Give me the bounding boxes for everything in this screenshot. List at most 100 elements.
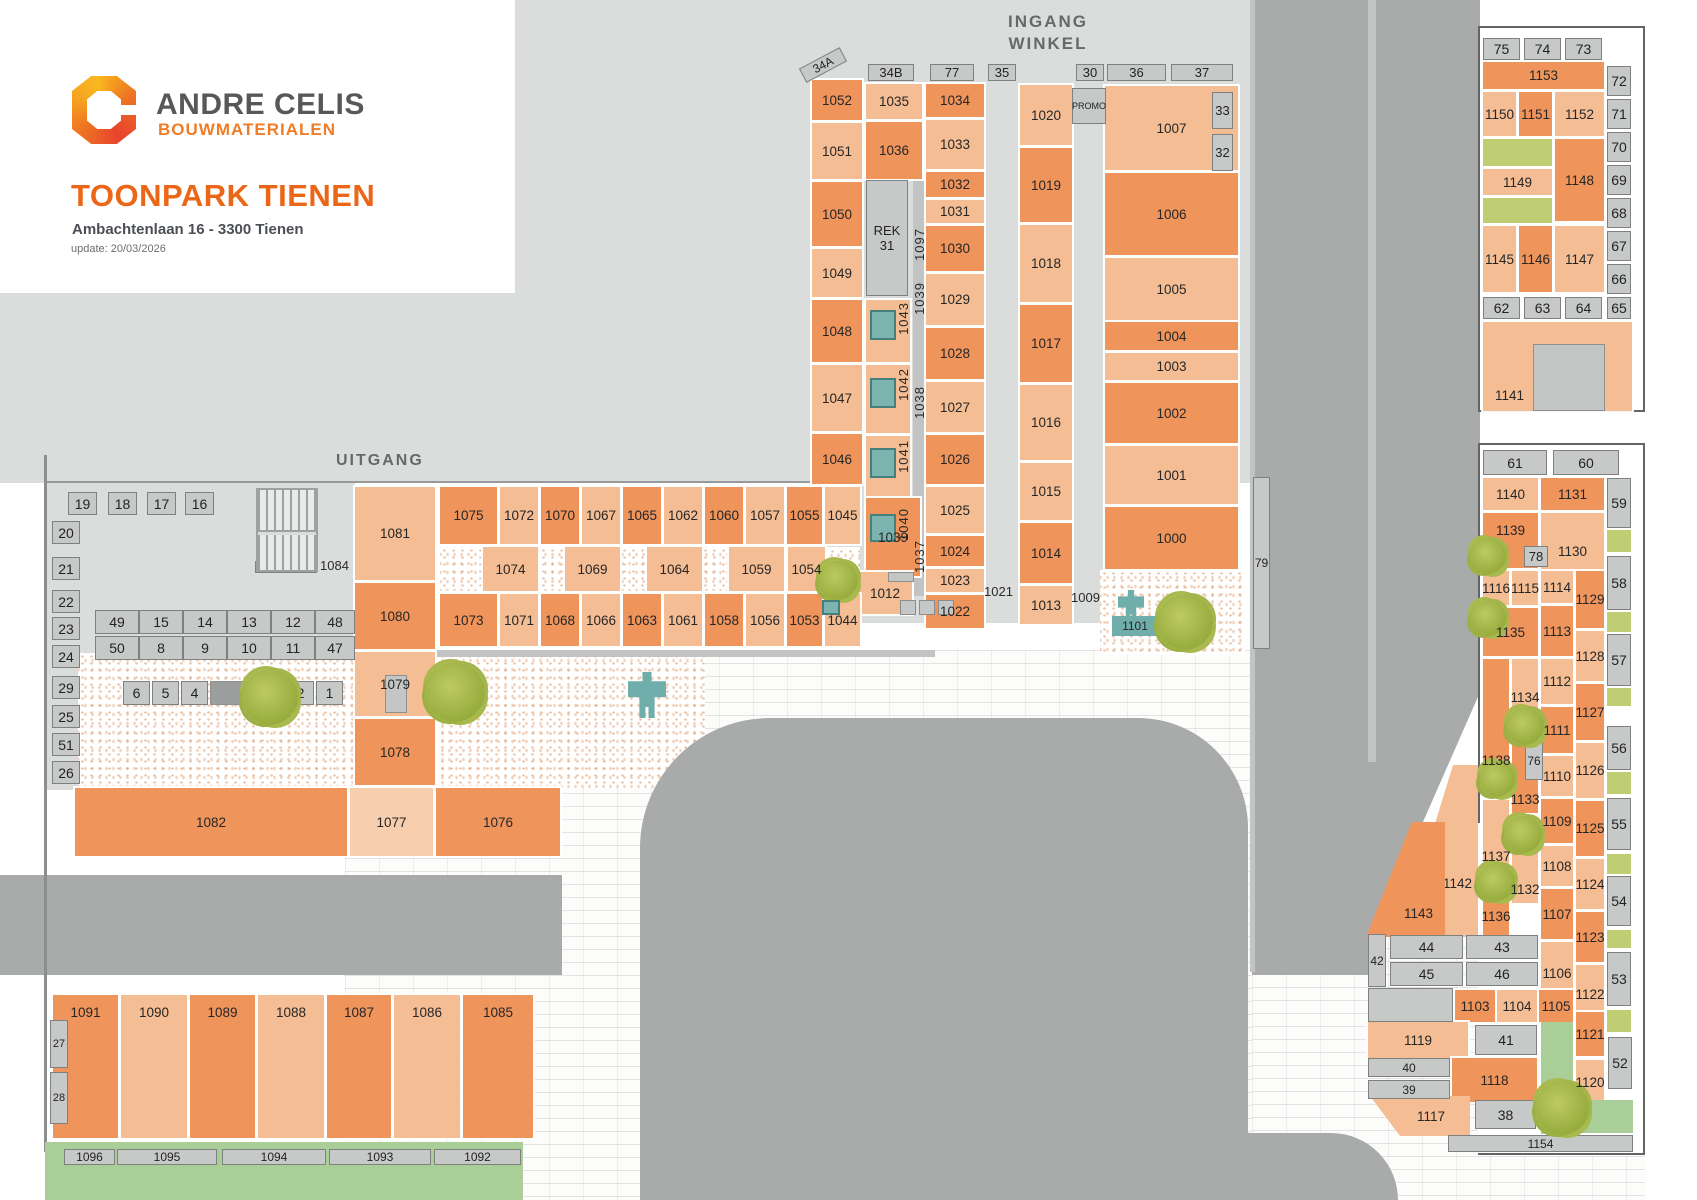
stand-1047: 1047 xyxy=(812,365,862,431)
stand-label: 1119 xyxy=(1403,1032,1433,1048)
stand-label: 1109 xyxy=(1542,813,1572,829)
stand-label: 1118 xyxy=(1480,1072,1509,1088)
stand-label: 1145 xyxy=(1484,251,1515,267)
cart-rack-icon xyxy=(938,600,954,615)
stand-label: 1032 xyxy=(939,177,971,192)
chip-43: 43 xyxy=(1466,935,1538,959)
stand-1082: 1082 xyxy=(75,788,347,856)
stand-1150: 1150 xyxy=(1483,92,1516,136)
stand-label: 1125 xyxy=(1575,821,1605,836)
stand-1069: 1069 xyxy=(565,547,620,591)
stand-1024: 1024 xyxy=(926,536,984,566)
stand-1025: 1025 xyxy=(926,487,984,533)
left-boundary-line xyxy=(44,455,47,1152)
stand-1045: 1045 xyxy=(825,487,860,544)
stand-label: 1030 xyxy=(939,241,971,256)
stand-1004: 1004 xyxy=(1105,322,1238,350)
stand-1088: 1088 xyxy=(258,995,324,1138)
stand-label: 1023 xyxy=(939,573,971,588)
stand-label: 1132 xyxy=(1510,882,1540,897)
green-area xyxy=(1607,612,1631,632)
stand-label: 1006 xyxy=(1156,206,1187,222)
stand-label: 1110 xyxy=(1542,768,1572,784)
chip-38: 38 xyxy=(1475,1100,1536,1129)
stand-label: 1031 xyxy=(939,204,971,219)
map-label-1009: 1009 xyxy=(1071,590,1100,605)
chip-79: 79 xyxy=(1253,477,1270,649)
stand-label: 1130 xyxy=(1557,544,1588,559)
stand-1032: 1032 xyxy=(926,172,984,197)
chip-23: 23 xyxy=(52,617,80,640)
stand-label: 1053 xyxy=(789,612,820,628)
green-area xyxy=(1607,688,1631,706)
green-area xyxy=(1483,139,1552,166)
stand-1053: 1053 xyxy=(787,594,822,646)
stand-1129: 1129 xyxy=(1575,571,1605,628)
wall-strip-1097 xyxy=(913,178,926,596)
chip-57: 57 xyxy=(1607,634,1631,686)
page-title: TOONPARK TIENEN xyxy=(71,178,376,213)
uitgang-label: UITGANG xyxy=(336,452,424,469)
address: Ambachtenlaan 16 - 3300 Tienen xyxy=(72,221,304,238)
chip-1094: 1094 xyxy=(222,1149,326,1165)
stand-label: 1089 xyxy=(207,1005,238,1020)
stand-1090: 1090 xyxy=(121,995,187,1138)
green-area xyxy=(1607,530,1631,552)
chip-68: 68 xyxy=(1607,198,1631,228)
road-wall-strip xyxy=(1368,0,1376,762)
chip-41: 41 xyxy=(1475,1025,1537,1055)
stand-label: 1014 xyxy=(1030,545,1062,561)
chip-75: 75 xyxy=(1483,38,1520,60)
chip-56: 56 xyxy=(1607,726,1631,770)
stand-1056: 1056 xyxy=(746,594,784,646)
chip-22: 22 xyxy=(52,590,80,613)
stand-label: 1079 xyxy=(379,676,411,692)
stand-label: 1013 xyxy=(1030,597,1062,613)
stand-label: 1020 xyxy=(1030,107,1062,123)
green-area xyxy=(1483,198,1552,223)
stand-1087: 1087 xyxy=(327,995,391,1138)
stand-label: 1026 xyxy=(939,452,971,467)
stand-1153: 1153 xyxy=(1483,62,1604,89)
chip-61: 61 xyxy=(1483,450,1547,475)
stand-label: 1153 xyxy=(1528,68,1559,83)
stand-label: 1058 xyxy=(708,612,740,628)
chip-40: 40 xyxy=(1368,1058,1450,1077)
stand-1036: 1036 xyxy=(866,122,922,179)
stand-label: 1050 xyxy=(821,206,853,222)
chip-12: 12 xyxy=(271,610,315,634)
stand-1132: 1132 xyxy=(1510,845,1540,903)
chip-36: 36 xyxy=(1107,64,1166,81)
stand-1003: 1003 xyxy=(1105,353,1238,380)
stand-label: 1065 xyxy=(626,508,658,523)
stand-label: 1068 xyxy=(544,612,576,628)
stand-label: 1074 xyxy=(495,561,526,577)
stand-label: 1112 xyxy=(1542,674,1572,689)
stand-label: 1033 xyxy=(939,137,971,152)
tree-icon xyxy=(818,560,858,600)
stand-label: 1105 xyxy=(1541,998,1571,1014)
stand-label: 1088 xyxy=(275,1005,307,1020)
stand-1026: 1026 xyxy=(926,435,984,484)
tree-icon xyxy=(242,669,298,725)
stand-label: 1027 xyxy=(939,399,971,415)
stand-label: 1106 xyxy=(1542,965,1572,981)
chip-51: 51 xyxy=(52,733,80,756)
stand-1023: 1023 xyxy=(926,569,984,592)
stand-label: 1087 xyxy=(343,1005,375,1020)
stand-1002: 1002 xyxy=(1105,383,1238,443)
chip-54: 54 xyxy=(1607,876,1631,926)
stand-label: 1141 xyxy=(1495,388,1525,403)
stand-label: 1056 xyxy=(749,612,781,628)
display-unit-icon xyxy=(870,514,896,542)
stand-1005: 1005 xyxy=(1105,258,1238,320)
stand-label: 1048 xyxy=(821,323,853,339)
block-top-boundary xyxy=(45,481,812,483)
stand-1057: 1057 xyxy=(746,487,784,544)
stand-1123: 1123 xyxy=(1575,912,1605,962)
stand-label: 1121 xyxy=(1575,1026,1605,1042)
chip-1093: 1093 xyxy=(329,1149,431,1165)
display-unit-icon xyxy=(870,310,896,340)
stand-1000: 1000 xyxy=(1105,507,1238,569)
stand-label: 1072 xyxy=(503,508,535,523)
